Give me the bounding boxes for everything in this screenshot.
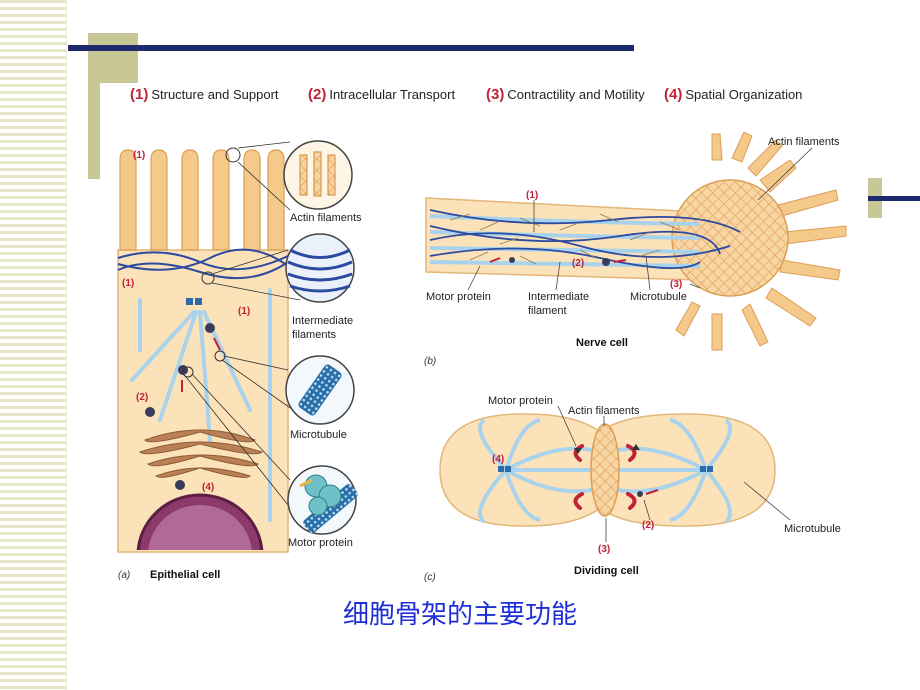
microvilli	[119, 149, 285, 251]
marker-2-b: (2)	[572, 258, 584, 269]
legend-num: (1)	[130, 86, 149, 103]
centrosomes	[498, 466, 713, 472]
legend-item-3: (3)Contractility and Motility	[486, 86, 645, 103]
panel-title-b: Nerve cell	[576, 337, 628, 349]
label-microtubule-a: Microtubule	[290, 429, 347, 441]
marker-4: (4)	[202, 482, 214, 493]
axon-actin-strands	[449, 213, 681, 265]
marker-4-c: (4)	[492, 454, 504, 465]
legend-label: Contractility and Motility	[507, 87, 645, 102]
panel-c-leader-lines	[557, 405, 791, 542]
terminal-web-filaments	[117, 248, 289, 280]
golgi-apparatus	[139, 429, 263, 478]
epithelial-cell-panel: Actin filaments Intermediate filaments M…	[117, 140, 362, 581]
contractile-ring	[590, 423, 620, 517]
panel-letter-c: (c)	[424, 572, 436, 583]
nucleus	[136, 493, 264, 550]
label-motor-protein-b: Motor protein	[426, 291, 491, 303]
slide-caption: 细胞骨架的主要功能	[342, 600, 577, 630]
label-motor-protein-c: Motor protein	[488, 395, 553, 407]
legend-num: (4)	[664, 86, 683, 103]
marker-1-mid: (1)	[122, 278, 134, 289]
label-actin-filaments-b: Actin filaments	[768, 136, 840, 148]
label-actin-filaments-c: Actin filaments	[568, 405, 640, 417]
marker-2: (2)	[136, 392, 148, 403]
label-microtubule-b: Microtubule	[630, 291, 687, 303]
label-microtubule-c: Microtubule	[784, 523, 841, 535]
label-intermediate-b-line2: filament	[528, 305, 567, 317]
title-rule-line	[68, 45, 634, 51]
panel-title-c: Dividing cell	[574, 565, 639, 577]
marker-1-right: (1)	[238, 306, 250, 317]
magnified-intermediate-inset	[201, 233, 355, 303]
motor-protein-markers-c	[574, 444, 659, 497]
label-intermediate-a-line2: filaments	[292, 329, 337, 341]
legend-label: Structure and Support	[151, 87, 279, 102]
legend-item-1: (1)Structure and Support	[130, 86, 279, 103]
axon-motor-proteins	[489, 257, 627, 266]
axon-intermediate-filaments	[429, 209, 741, 270]
accent-bar-left	[88, 83, 100, 179]
marker-3-b: (3)	[670, 279, 682, 290]
accent-square-top	[88, 33, 138, 83]
magnified-motor-protein-inset	[182, 366, 358, 535]
marker-1-top: (1)	[133, 150, 145, 161]
marker-2-c: (2)	[642, 520, 654, 531]
margin-edge-line	[66, 0, 67, 690]
dividing-cell-panel: Motor protein Actin filaments Microtubul…	[424, 395, 841, 583]
magnified-actin-inset	[225, 140, 353, 211]
legend-label: Intracellular Transport	[329, 87, 456, 102]
legend-item-2: (2)Intracellular Transport	[308, 86, 455, 103]
legend-item-4: (4)Spatial Organization	[664, 86, 802, 103]
marker-3-c: (3)	[598, 544, 610, 555]
nerve-cell-panel: Actin filaments Motor protein Intermedia…	[424, 131, 847, 367]
label-intermediate-b-line1: Intermediate	[528, 291, 589, 303]
panel-letter-a: (a)	[118, 570, 130, 581]
legend-num: (2)	[308, 86, 327, 103]
label-motor-protein-a: Motor protein	[288, 537, 353, 549]
panel-letter-b: (b)	[424, 356, 436, 367]
panel-b-leader-lines	[467, 147, 813, 291]
chromosomes	[573, 444, 637, 510]
label-intermediate-a-line1: Intermediate	[292, 315, 353, 327]
panel-title-a: Epithelial cell	[150, 569, 220, 581]
legend-num: (3)	[486, 86, 505, 103]
growth-cone-spikes	[675, 131, 847, 351]
marker-1-b: (1)	[526, 190, 538, 201]
label-actin-filaments-a: Actin filaments	[290, 212, 362, 224]
striped-margin-decoration	[0, 0, 66, 690]
magnified-microtubule-inset	[214, 350, 355, 425]
right-rule-line	[868, 196, 920, 201]
legend-label: Spatial Organization	[685, 87, 803, 102]
